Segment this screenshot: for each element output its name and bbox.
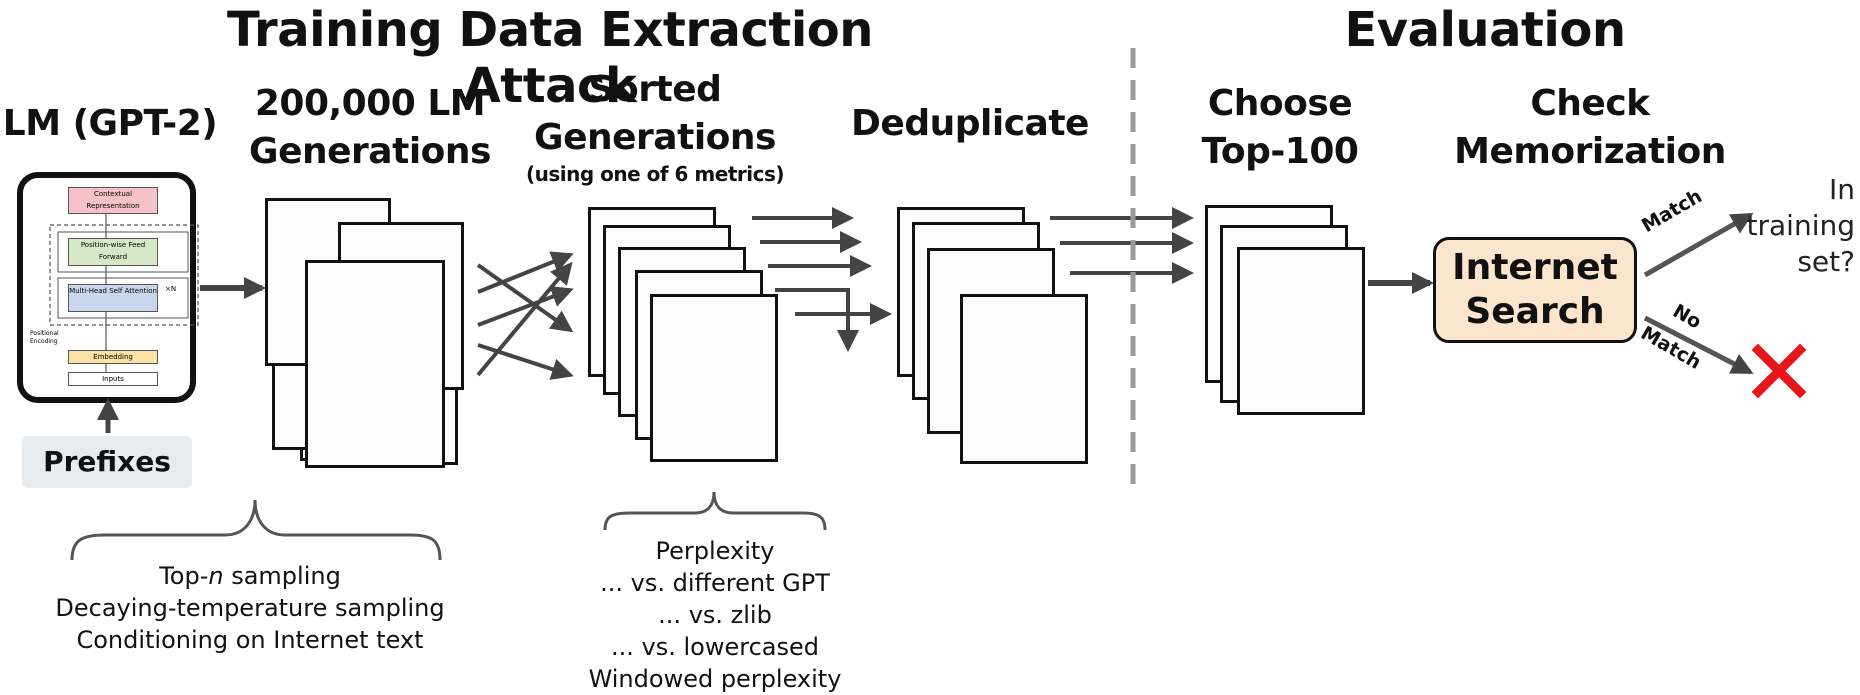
transformer-positional-label: Positional Encoding [30, 330, 59, 345]
internet-search-line1: Internet [1452, 247, 1618, 288]
dedup-to-choose-arrows [1050, 207, 1194, 284]
sorted-title-line1: Sorted [588, 69, 722, 110]
sampling-method-item: Conditioning on Internet text [76, 626, 424, 654]
sorted-step-title: Sorted Generations (using one of 6 metri… [510, 66, 800, 186]
transformer-attention-block: Multi-Head Self Attention [68, 284, 158, 312]
check-title-line2: Memorization [1454, 131, 1726, 172]
metrics-list: Perplexity ... vs. different GPT ... vs.… [560, 535, 870, 695]
generations-title-line1: 200,000 LM [254, 83, 486, 124]
lm-step-title: LM (GPT-2) [2, 103, 218, 144]
transformer-feedforward-block: Position-wise Feed Forward [68, 238, 158, 266]
dedup-page [960, 294, 1088, 464]
sorted-title-subtitle: (using one of 6 metrics) [525, 162, 785, 186]
metric-item: Windowed perplexity [588, 665, 842, 693]
dedup-step-title: Deduplicate [851, 103, 1089, 144]
shuffle-arrows [476, 251, 574, 380]
sampling-method-item: Decaying-temperature sampling [55, 594, 445, 622]
arrow-match [1643, 212, 1754, 278]
sampling-methods-list: Top-n sampling Decaying-temperature samp… [30, 560, 470, 656]
check-title-line1: Check [1530, 83, 1650, 124]
transformer-inputs-block: Inputs [68, 372, 158, 386]
in-training-set-question: In training set? [1746, 173, 1855, 278]
sorted-page [650, 294, 778, 462]
transformer-repeat-label: ×N [165, 285, 177, 293]
sampling-method-item: Top-n sampling [159, 562, 341, 590]
sampling-bracket [70, 499, 442, 561]
generation-page [305, 260, 445, 468]
choose-title-line1: Choose [1207, 83, 1353, 124]
choose-title-line2: Top-100 [1201, 131, 1359, 172]
arrow-no-match [1643, 315, 1754, 375]
generations-step-title: 200,000 LM Generations [230, 80, 510, 176]
internet-search-line2: Search [1465, 291, 1605, 332]
transformer-contextual-block: Contextual Representation [68, 187, 158, 214]
generations-title-line2: Generations [249, 131, 491, 172]
internet-search-box: Internet Search [1433, 237, 1637, 343]
sorted-title-line2: Generations [534, 117, 776, 158]
metric-item: ... vs. lowercased [611, 633, 819, 661]
transformer-embedding-block: Embedding [68, 350, 158, 364]
metrics-bracket [603, 491, 827, 531]
no-match-cross-icon [1751, 343, 1807, 399]
top100-page [1237, 247, 1365, 415]
metric-item: ... vs. zlib [658, 601, 772, 629]
prefixes-box: Prefixes [22, 436, 192, 488]
metric-item: Perplexity [655, 537, 775, 565]
choose-step-title: Choose Top-100 [1170, 80, 1390, 176]
evaluation-section-title: Evaluation [1344, 2, 1626, 58]
metric-item: ... vs. different GPT [600, 569, 830, 597]
sorted-to-dedup-arrows [752, 207, 892, 352]
check-step-title: Check Memorization [1430, 80, 1750, 176]
attack-section-title: Training Data Extraction Attack [227, 2, 873, 114]
